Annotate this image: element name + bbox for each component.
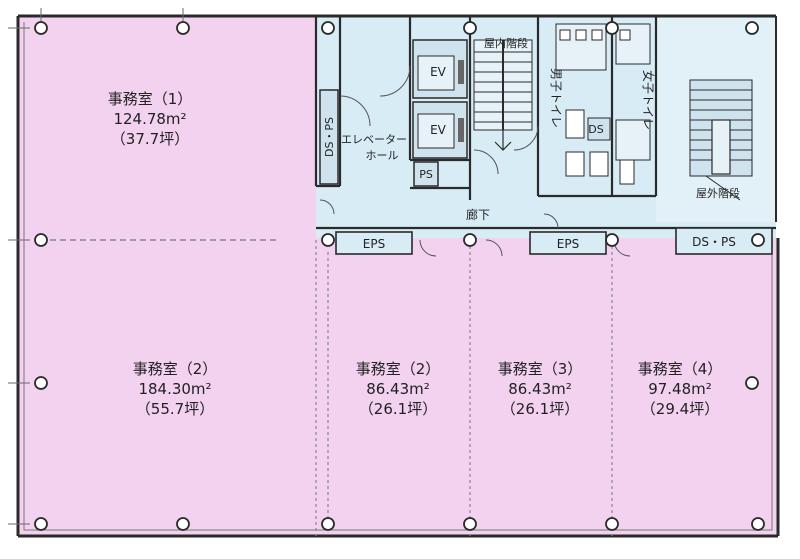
ev-top-label: EV (430, 65, 447, 79)
office-fill-left-upper (18, 16, 316, 238)
eps-left-room (335, 231, 413, 255)
elevator-shafts (412, 39, 468, 159)
column (34, 376, 48, 390)
column (176, 21, 190, 35)
ds-ps-left-shaft (319, 89, 339, 185)
column (751, 233, 765, 247)
ev-counterweight-bottom (458, 118, 464, 142)
office4-area: 97.48m² (648, 380, 712, 398)
office2-left-tsubo: （55.7坪） (136, 400, 214, 418)
office2-left-label: 事務室（2） 184.30m² （55.7坪） (133, 360, 218, 418)
column (463, 21, 477, 35)
office2-left-name: 事務室（2） (133, 360, 218, 378)
mens-toilet-label: 男子トイレ (549, 68, 563, 128)
column (463, 517, 477, 531)
column (34, 517, 48, 531)
elevator-hall-label-2: ホール (366, 149, 399, 162)
office1-label: 事務室（1） 124.78m² （37.7坪） (108, 90, 193, 148)
office-fill-lower (18, 238, 778, 536)
ds-label: DS (588, 123, 603, 136)
column (605, 233, 619, 247)
ev-car-bottom (417, 113, 455, 149)
eps-right-label: EPS (557, 237, 579, 251)
column (745, 376, 759, 390)
eps-left-label: EPS (363, 237, 385, 251)
office2-mid-tsubo: （26.1坪） (359, 400, 437, 418)
office2-mid-area: 86.43m² (366, 380, 430, 398)
column (176, 517, 190, 531)
office2-mid-label: 事務室（2） 86.43m² （26.1坪） (356, 360, 441, 418)
indoor-stairs-label: 屋内階段 (484, 36, 528, 50)
outdoor-stairs (689, 79, 753, 201)
ds-ps-left-label: DS・PS (323, 117, 336, 157)
toilets (555, 23, 651, 185)
column (34, 233, 48, 247)
column (605, 21, 619, 35)
ev-bottom-label: EV (430, 123, 447, 137)
column (745, 21, 759, 35)
exterior-walls (16, 14, 780, 538)
column (321, 21, 335, 35)
indoor-stairs (473, 39, 533, 151)
office4-name: 事務室（4） (638, 360, 723, 378)
column (605, 517, 619, 531)
office3-tsubo: （26.1坪） (501, 400, 579, 418)
column (321, 517, 335, 531)
core-walls (40, 16, 776, 536)
office1-area: 124.78m² (113, 110, 186, 128)
elevator-hall-label-1: エレベーター (341, 133, 407, 146)
office4-tsubo: （29.4坪） (641, 400, 719, 418)
column (34, 21, 48, 35)
ps-shaft (413, 161, 439, 187)
office3-name: 事務室（3） (498, 360, 583, 378)
door-swings (319, 65, 631, 257)
womens-toilet-label: 女子トイレ (641, 70, 656, 130)
column (321, 233, 335, 247)
ps-label: PS (419, 168, 433, 181)
outdoor-stairs-label: 屋外階段 (696, 186, 740, 200)
office-area (18, 16, 778, 536)
office2-left-area: 184.30m² (138, 380, 211, 398)
office3-area: 86.43m² (508, 380, 572, 398)
office3-label: 事務室（3） 86.43m² （26.1坪） (498, 360, 583, 418)
ds-ps-right-label: DS・PS (692, 235, 736, 249)
ev-counterweight-top (458, 60, 464, 84)
column (751, 517, 765, 531)
columns (34, 21, 765, 531)
office2-mid-name: 事務室（2） (356, 360, 441, 378)
office4-label: 事務室（4） 97.48m² （29.4坪） (638, 360, 723, 418)
corridor-label: 廊下 (466, 207, 490, 222)
ev-car-top (417, 55, 455, 91)
column (463, 233, 477, 247)
office1-tsubo: （37.7坪） (111, 130, 189, 148)
office1-name: 事務室（1） (108, 90, 193, 108)
